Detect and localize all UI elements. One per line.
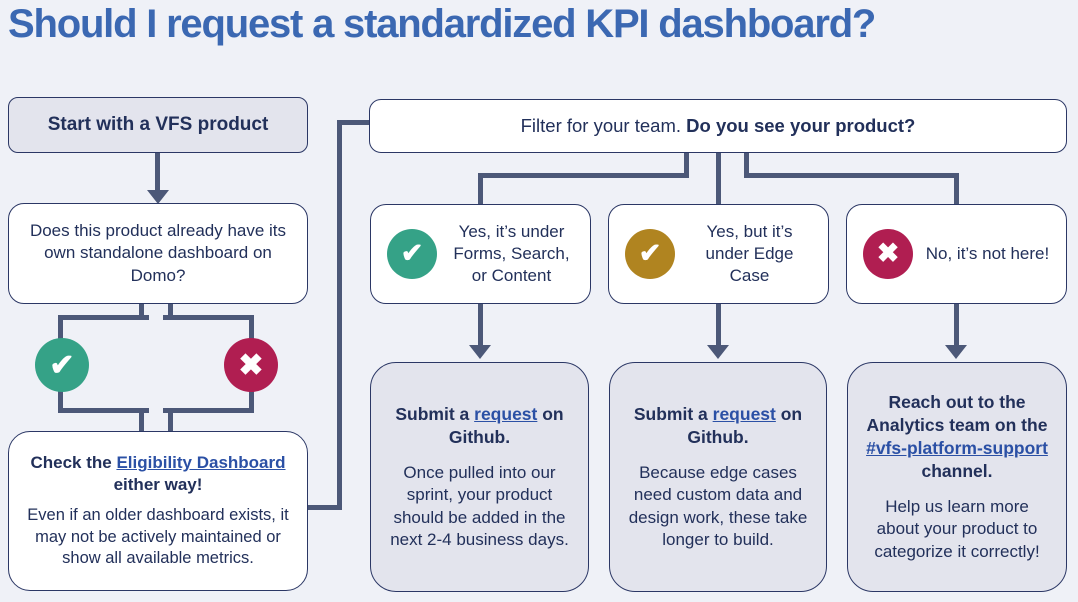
- heading-text: on Github.: [448, 403, 564, 447]
- connector-line: [716, 152, 721, 204]
- connector-line: [155, 152, 160, 193]
- result-body: Because edge cases need custom data and …: [628, 462, 808, 550]
- check-icon: ✔: [49, 348, 75, 382]
- connector-line: [163, 408, 254, 413]
- heading-text: Submit a: [395, 403, 475, 424]
- heading-text: Submit a: [633, 403, 713, 424]
- filter-text: Filter for your team. Do you see your pr…: [521, 115, 916, 137]
- decision-label: Yes, it’s under Forms, Search, or Conten…: [453, 221, 570, 286]
- result-node-edge-case: Submit a request on Github. Because edge…: [609, 362, 827, 592]
- heading-text: either way!: [113, 475, 203, 495]
- connector-line: [58, 408, 149, 413]
- arrowhead-down-icon: [945, 345, 967, 359]
- connector-line: [744, 173, 959, 178]
- result-node-not-here: Reach out to the Analytics team on the #…: [847, 362, 1067, 592]
- connector-line: [139, 408, 144, 431]
- start-node: Start with a VFS product: [8, 97, 308, 153]
- question-text: Does this product already have its own s…: [29, 220, 287, 285]
- arrowhead-down-icon: [147, 190, 169, 204]
- heading-text: Check the: [30, 453, 117, 473]
- page-title: Should I request a standardized KPI dash…: [8, 2, 876, 46]
- check-dashboard-node: Check the Eligibility Dashboard either w…: [8, 431, 308, 591]
- start-label: Start with a VFS product: [47, 114, 269, 135]
- x-icon: ✖: [238, 348, 264, 382]
- decision-label: Yes, but it’s under Edge Case: [705, 221, 794, 286]
- decision-node-edge-case: ✔ Yes, but it’s under Edge Case: [608, 204, 829, 304]
- github-request-link[interactable]: request: [474, 403, 538, 424]
- arrowhead-down-icon: [707, 345, 729, 359]
- filter-text-normal: Filter for your team.: [520, 115, 687, 136]
- connector-line: [478, 173, 689, 178]
- connector-line: [139, 303, 144, 317]
- vfs-platform-support-link[interactable]: #vfs-platform-support: [866, 437, 1048, 458]
- no-branch-badge: ✖: [224, 338, 278, 392]
- x-icon: ✖: [863, 229, 913, 279]
- connector-line: [478, 304, 483, 347]
- connector-line: [684, 152, 689, 178]
- result-node-forms: Submit a request on Github. Once pulled …: [370, 362, 589, 592]
- result-heading: Submit a request on Github.: [385, 403, 574, 449]
- question-node: Does this product already have its own s…: [8, 203, 308, 304]
- heading-text: Reach out to the Analytics team on the: [866, 391, 1048, 435]
- connector-line: [58, 315, 149, 320]
- eligibility-dashboard-link[interactable]: Eligibility Dashboard: [116, 453, 286, 473]
- connector-line: [744, 152, 749, 178]
- check-dashboard-body: Even if an older dashboard exists, it ma…: [27, 506, 289, 568]
- connector-line: [337, 120, 342, 510]
- decision-node-not-here: ✖ No, it’s not here!: [846, 204, 1067, 304]
- connector-line: [716, 304, 721, 347]
- result-body: Help us learn more about your product to…: [874, 497, 1040, 561]
- connector-line: [168, 303, 173, 317]
- connector-line: [478, 173, 483, 204]
- heading-text: channel.: [921, 460, 993, 481]
- filter-text-bold: Do you see your product?: [686, 115, 916, 136]
- connector-line: [954, 304, 959, 347]
- connector-line: [954, 173, 959, 204]
- heading-text: on Github.: [687, 403, 803, 447]
- result-heading: Submit a request on Github.: [624, 403, 812, 449]
- decision-label: No, it’s not here!: [925, 243, 1050, 263]
- filter-node: Filter for your team. Do you see your pr…: [369, 99, 1067, 153]
- check-icon: ✔: [625, 229, 675, 279]
- connector-line: [337, 120, 370, 125]
- connector-line: [308, 505, 342, 510]
- connector-line: [163, 315, 254, 320]
- check-icon: ✔: [387, 229, 437, 279]
- arrowhead-down-icon: [469, 345, 491, 359]
- github-request-link[interactable]: request: [712, 403, 776, 424]
- check-dashboard-heading: Check the Eligibility Dashboard either w…: [20, 452, 296, 496]
- decision-node-forms: ✔ Yes, it’s under Forms, Search, or Cont…: [370, 204, 591, 304]
- yes-branch-badge: ✔: [35, 338, 89, 392]
- result-body: Once pulled into our sprint, your produc…: [390, 462, 569, 550]
- connector-line: [168, 408, 173, 431]
- result-heading: Reach out to the Analytics team on the #…: [862, 391, 1052, 483]
